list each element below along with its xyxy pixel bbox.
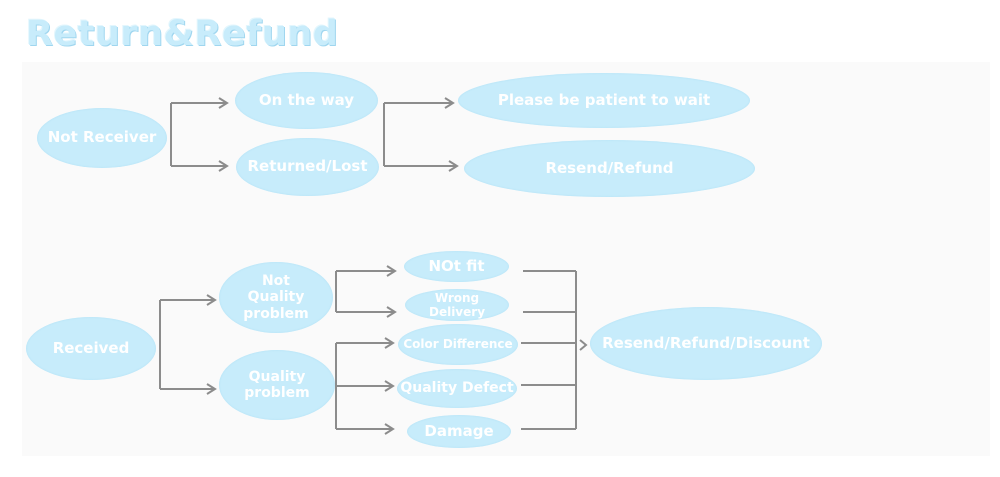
connector-not-quality <box>335 270 394 313</box>
page-title: Return&Refund <box>26 14 339 54</box>
node-please-wait: Please be patient to wait <box>458 73 750 128</box>
arrow-head <box>579 339 588 351</box>
arrow-head <box>206 294 217 306</box>
node-on-the-way: On the way <box>235 72 378 129</box>
arrow-head <box>444 97 455 109</box>
connector-received <box>159 299 214 390</box>
node-received: Received <box>26 317 156 380</box>
node-label: Color Difference <box>403 337 513 352</box>
node-resend-refund-discount: Resend/Refund/Discount <box>590 307 822 380</box>
connector-not-receiver <box>170 102 226 167</box>
node-damage: Damage <box>407 415 511 448</box>
arrow-head <box>218 160 229 172</box>
node-label: Quality problem <box>244 368 310 401</box>
node-quality-defect: Quality Defect <box>397 369 517 408</box>
node-quality-problem: Quality problem <box>219 350 335 420</box>
arrow-head <box>206 383 217 395</box>
node-not-receiver: Not Receiver <box>37 108 167 168</box>
node-label: Damage <box>424 421 494 440</box>
arrow-head <box>384 380 395 392</box>
node-label: Resend/Refund/Discount <box>602 333 810 352</box>
node-label: Wrong Delivery <box>428 290 486 319</box>
node-label: Not Quality problem <box>243 273 309 322</box>
node-color-difference: Color Difference <box>398 324 518 365</box>
node-label: Please be patient to wait <box>497 90 711 109</box>
node-label: Quality Defect <box>400 380 514 397</box>
arrow-head <box>448 160 459 172</box>
connector-second-stage <box>383 102 456 167</box>
arrow-head <box>384 337 395 349</box>
node-label: Not Receiver <box>47 128 157 147</box>
arrow-head <box>384 423 395 435</box>
node-returned-lost: Returned/Lost <box>236 138 379 196</box>
connector-merge <box>521 270 577 430</box>
node-wrong-delivery: Wrong Delivery <box>405 289 509 321</box>
node-not-fit: NOt fit <box>404 251 509 282</box>
node-label: On the way <box>258 90 355 109</box>
node-label: NOt fit <box>428 256 485 275</box>
node-resend-refund: Resend/Refund <box>464 140 755 197</box>
arrow-head <box>386 265 397 277</box>
arrow-head <box>386 306 397 318</box>
node-label: Received <box>52 338 130 357</box>
node-not-quality-problem: Not Quality problem <box>219 262 333 333</box>
node-label: Returned/Lost <box>247 157 368 176</box>
connector-quality <box>335 342 392 430</box>
node-label: Resend/Refund <box>545 158 674 177</box>
arrow-head <box>218 97 229 109</box>
